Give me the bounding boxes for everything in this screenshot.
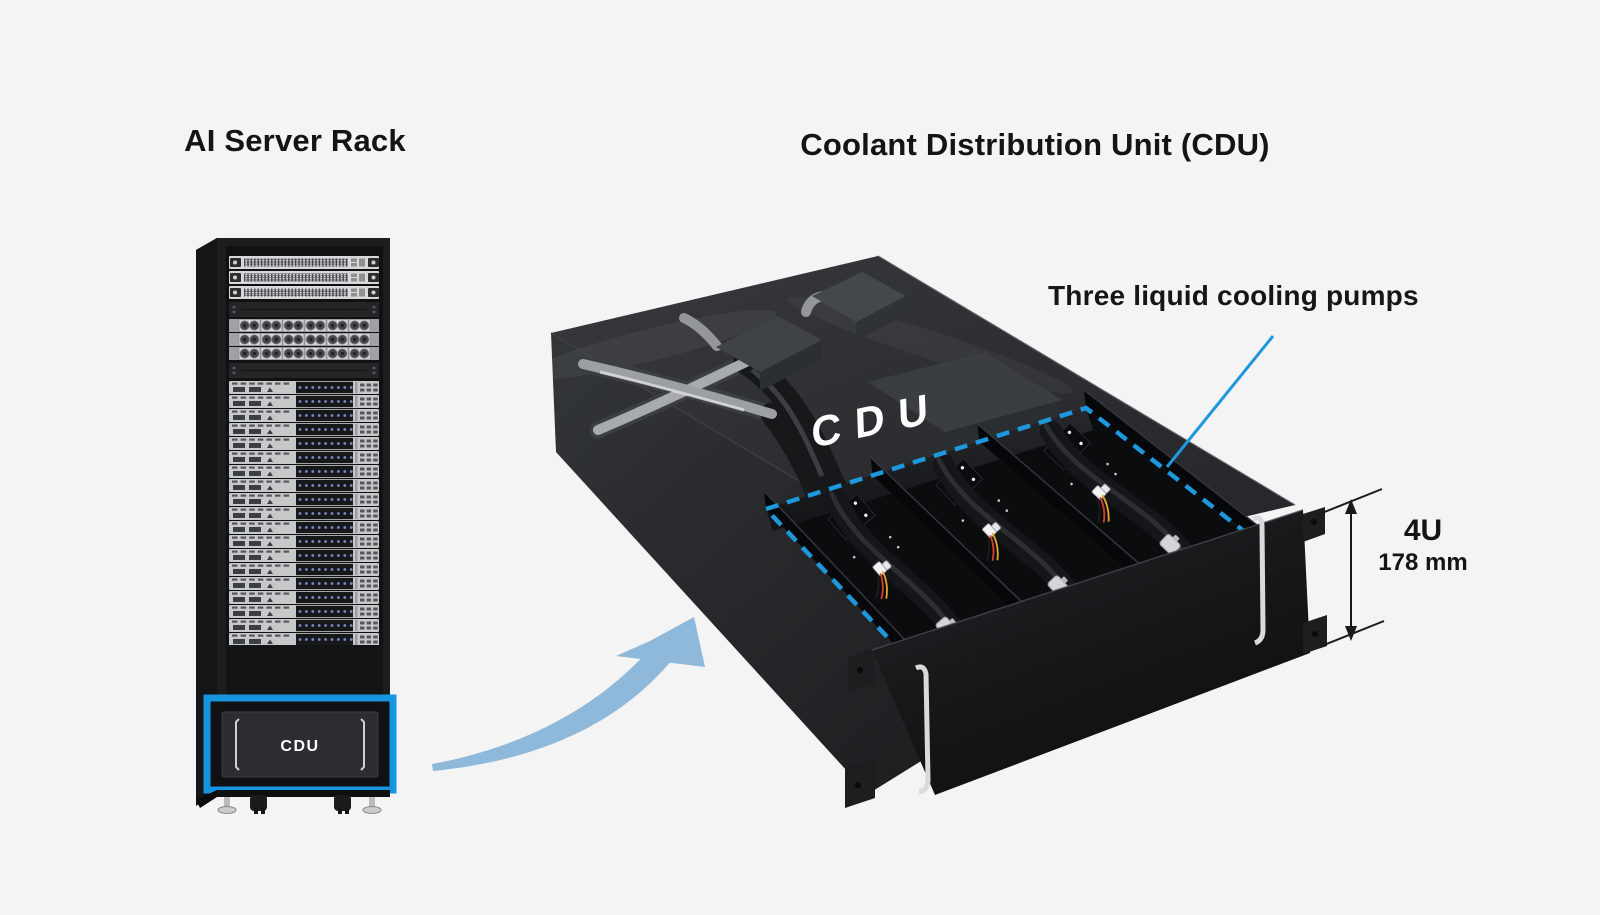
server-unit — [229, 521, 379, 534]
pump-divider-plate — [870, 456, 1042, 637]
server-unit — [229, 535, 379, 548]
rack-cdu-handle-left — [235, 718, 240, 771]
height-dimension: 4U 178 mm — [1348, 514, 1498, 578]
pump-connector — [1091, 483, 1111, 523]
switch-unit — [229, 256, 379, 269]
rack-base-side — [196, 790, 217, 808]
server-unit — [229, 591, 379, 604]
left-title: AI Server Rack — [184, 123, 406, 158]
server-unit — [229, 507, 379, 520]
pump-connector — [872, 560, 892, 600]
server-unit — [229, 465, 379, 478]
server-unit — [229, 633, 379, 646]
pump-bay — [763, 389, 1268, 680]
switch-unit — [229, 271, 379, 284]
switch-unit — [229, 286, 379, 299]
cdu-handle-left — [914, 664, 931, 795]
rack-cdu-handle-right — [360, 718, 365, 771]
server-unit — [229, 381, 379, 394]
rack-feet — [217, 795, 382, 814]
rack-units — [229, 256, 379, 646]
pump-bay-dashed-outline — [761, 405, 1273, 683]
server-unit — [229, 409, 379, 422]
server-rack-illustration: CDU — [196, 238, 397, 814]
server-unit — [229, 619, 379, 632]
pump-connector — [982, 522, 1001, 562]
rack-cdu-panel — [221, 711, 379, 778]
server-unit — [229, 563, 379, 576]
pump-annotation-leader-line — [1165, 335, 1275, 468]
server-unit — [229, 577, 379, 590]
server-unit — [229, 549, 379, 562]
cdu-unit-illustration: CDU — [523, 255, 1327, 808]
zoom-arrow — [432, 617, 705, 771]
fan-tray — [229, 333, 379, 346]
height-mm-label: 178 mm — [1378, 549, 1468, 576]
height-units-label: 4U — [1403, 514, 1443, 547]
cdu-faceplate — [845, 507, 1327, 808]
server-unit — [229, 479, 379, 492]
server-unit — [229, 395, 379, 408]
cdu-handle-right — [1251, 515, 1266, 646]
cdu-top-right-edge — [877, 255, 1296, 506]
server-unit — [229, 423, 379, 436]
height-dimension-marker — [1316, 488, 1385, 648]
pump-divider-plate — [763, 490, 928, 680]
rack-lower-bay — [226, 645, 383, 695]
right-title: Coolant Distribution Unit (CDU) — [800, 127, 1270, 162]
server-unit — [229, 437, 379, 450]
blank-panel — [229, 363, 379, 378]
server-unit — [229, 451, 379, 464]
rack-base — [217, 790, 390, 797]
pump-annotation-label: Three liquid cooling pumps — [1048, 280, 1419, 311]
cdu-faceplate-panel — [872, 510, 1310, 795]
fan-tray — [229, 347, 379, 360]
server-unit — [229, 605, 379, 618]
server-unit — [229, 493, 379, 506]
cdu-top-components — [716, 272, 1062, 453]
pump-divider-plate — [976, 423, 1155, 594]
rack-side-face — [196, 238, 217, 806]
cooling-pump — [1039, 420, 1204, 577]
fan-tray — [229, 319, 379, 332]
blank-panel — [229, 302, 379, 317]
rack-cdu-label: CDU — [280, 738, 319, 755]
pump-divider-plate — [1083, 389, 1268, 550]
